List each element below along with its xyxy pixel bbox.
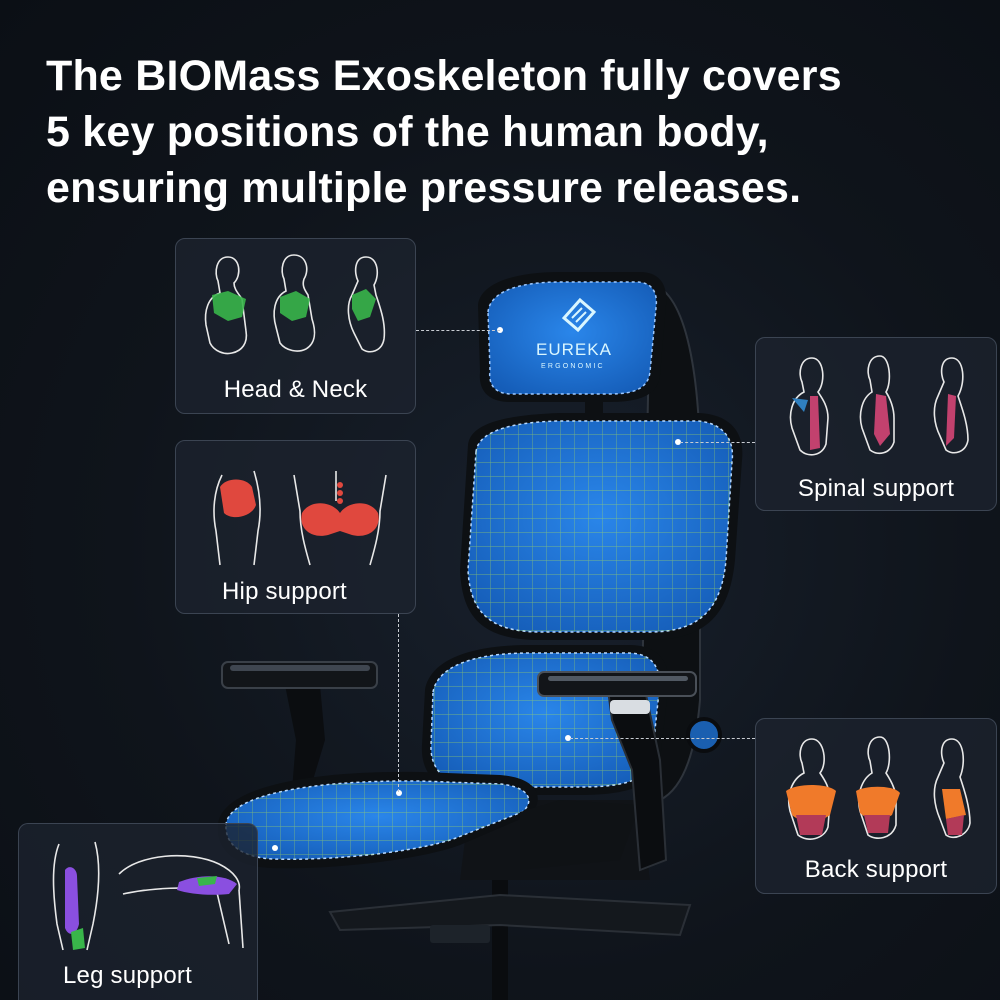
callout-line-hip [398,614,399,792]
headline-line-3: ensuring multiple pressure releases. [46,164,802,212]
leg-support-label: Leg support [63,962,192,989]
chair-base [328,880,692,1000]
card-hip-support: Hip support [175,440,416,614]
back-support-label: Back support [804,856,948,883]
seat [217,771,640,870]
page-headline: The BIOMass Exoskeleton fully covers 5 k… [46,48,966,216]
callout-line-head [416,330,500,331]
card-back-support: Back support [755,718,997,894]
card-head-neck: Head & Neck [175,238,416,414]
hip-support-label: Hip support [222,578,347,605]
callout-dot-head [497,327,503,333]
left-armrest [221,661,378,790]
headrest: EUREKA ERGONOMIC [478,272,667,402]
card-spinal-support: Spinal support [755,337,997,511]
lumbar-knob [686,717,722,753]
head-neck-label: Head & Neck [223,376,368,403]
callout-line-back [570,738,755,739]
headline-line-1: The BIOMass Exoskeleton fully covers [46,52,842,100]
chair-brand-text: EUREKA [536,340,612,359]
callout-dot-spine [675,439,681,445]
right-armrest [537,671,697,872]
callout-dot-back [565,735,571,741]
callout-dot-hip [396,790,402,796]
chair-brand-subtext: ERGONOMIC [541,363,605,370]
backrest [460,413,743,640]
back-figures [786,736,971,840]
callout-line-spine [680,442,755,443]
head-neck-figures [204,254,386,355]
card-leg-support: Leg support [18,823,258,1000]
callout-dot-leg [272,845,278,851]
leg-figures [52,841,244,951]
hip-figures [213,470,387,566]
spinal-support-label: Spinal support [797,475,955,502]
headline-line-2: 5 key positions of the human body, [46,108,769,156]
spinal-figures [789,355,969,456]
